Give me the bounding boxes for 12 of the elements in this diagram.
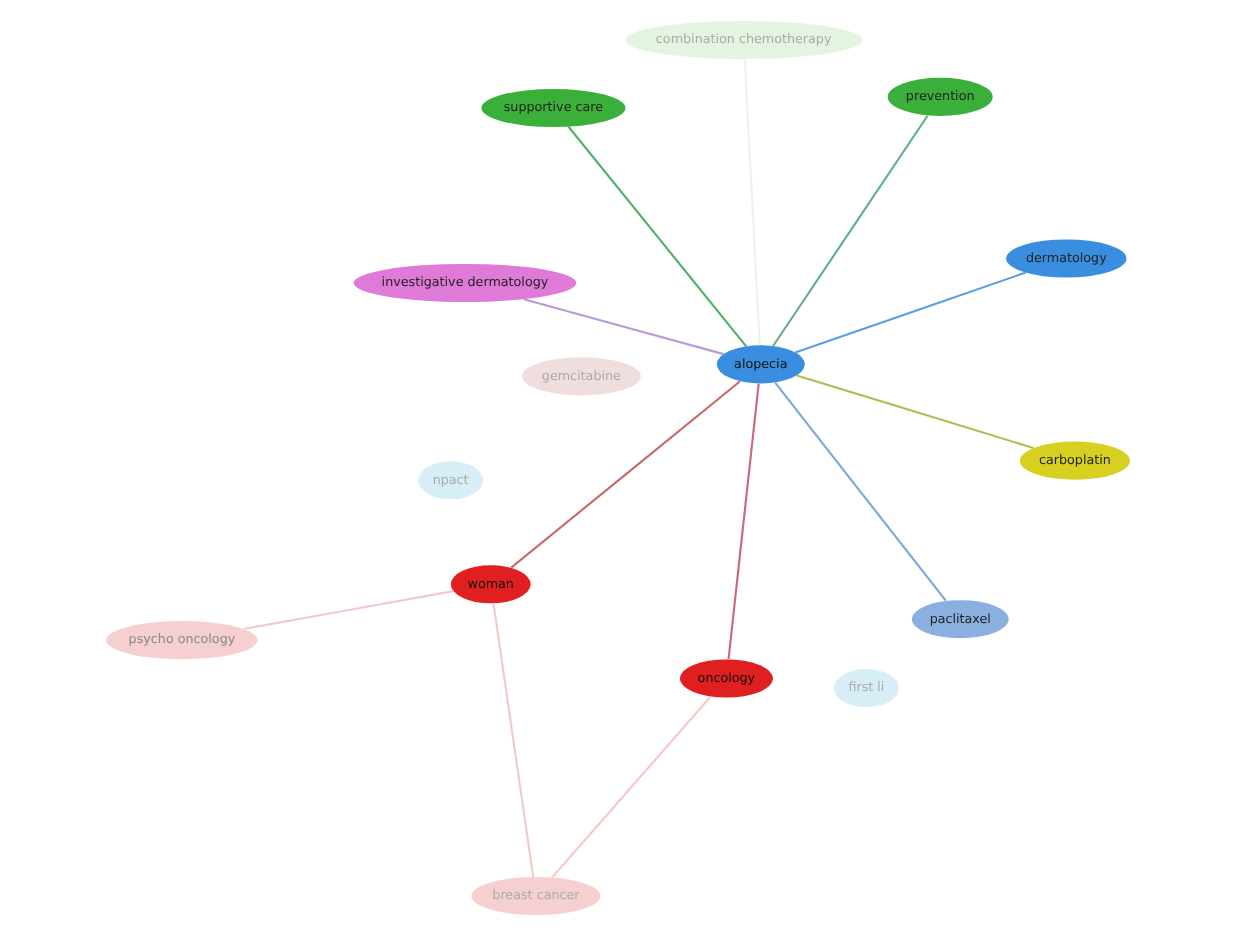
connector bbox=[771, 115, 928, 347]
connector bbox=[795, 374, 1033, 449]
connector bbox=[773, 382, 946, 602]
connector bbox=[726, 383, 759, 660]
connector bbox=[550, 696, 711, 879]
connector bbox=[509, 380, 740, 569]
connector bbox=[566, 126, 747, 347]
connector bbox=[793, 271, 1026, 354]
connector bbox=[491, 603, 534, 878]
connector bbox=[522, 298, 723, 356]
connector bbox=[742, 59, 760, 346]
connector bbox=[242, 590, 453, 630]
